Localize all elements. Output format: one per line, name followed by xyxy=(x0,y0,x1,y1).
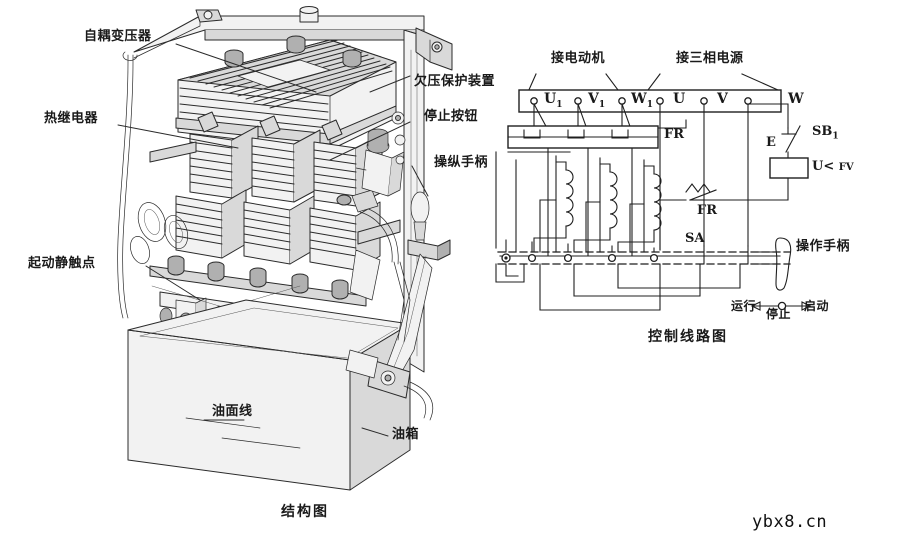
operating-handle-pictogram xyxy=(750,237,812,311)
label-position-stop: 停止 xyxy=(766,307,792,321)
designation-letters: SB xyxy=(812,124,833,139)
cam-switch-SA xyxy=(495,239,791,311)
label-oil-level-line: 油面线 xyxy=(212,404,253,419)
middle-coils xyxy=(130,189,401,271)
designation-SA: SA xyxy=(685,231,705,246)
structure-leader-lines xyxy=(117,43,429,437)
thermal-relay-heater-block xyxy=(507,125,659,149)
protection-branch xyxy=(659,103,809,251)
upper-coils xyxy=(149,111,383,207)
undervoltage-marking: U< xyxy=(812,159,835,174)
terminal-label-U: U xyxy=(673,92,685,106)
terminal-letter: U xyxy=(673,91,686,107)
terminal-label-V1: V1 xyxy=(588,92,605,110)
undervoltage-device xyxy=(355,111,406,197)
label-operating-lever: 操纵手柄 xyxy=(434,155,489,170)
designation-subscript: 1 xyxy=(832,131,839,142)
terminal-label-W1: W1 xyxy=(631,92,653,110)
terminal-letter: V xyxy=(588,91,599,107)
label-position-run: 运行 xyxy=(731,299,757,313)
label-thermal-relay: 热继电器 xyxy=(44,111,99,126)
label-to-three-phase-supply: 接三相电源 xyxy=(676,51,744,66)
designation-letters: FV xyxy=(838,162,854,173)
designation-FR-contact: FR xyxy=(697,203,718,218)
designation-E-marking: E xyxy=(766,135,776,150)
label-to-motor: 接电动机 xyxy=(551,51,606,66)
designation-FR-heaters: FR xyxy=(664,127,685,142)
label-stop-button: 停止按钮 xyxy=(424,109,479,124)
designation-FV: U< FV xyxy=(812,160,854,173)
terminal-subscript: 1 xyxy=(646,99,653,110)
label-starting-static-contact: 起动静触点 xyxy=(28,256,96,271)
designation-SB1: SB1 xyxy=(812,125,839,142)
left-return-bus xyxy=(495,151,571,253)
header-leader-lines xyxy=(527,73,779,93)
autotransformer-core xyxy=(175,35,397,151)
terminal-label-U1: U1 xyxy=(544,92,562,110)
terminal-subscript: 1 xyxy=(556,99,563,110)
label-position-start: 启动 xyxy=(804,299,830,313)
autotransformer-windings xyxy=(533,155,662,253)
label-operating-handle: 操作手柄 xyxy=(796,239,851,254)
terminal-letter: W xyxy=(631,91,647,107)
terminal-label-V: V xyxy=(717,92,728,106)
label-oil-tank: 油箱 xyxy=(392,427,420,442)
label-autotransformer: 自耦变压器 xyxy=(84,29,152,44)
terminal-letter: U xyxy=(544,91,557,107)
terminal-subscript: 1 xyxy=(598,99,606,110)
terminal-strip-box xyxy=(518,89,782,113)
watermark: ybx8.cn xyxy=(752,512,828,532)
terminal-letter: V xyxy=(717,91,728,107)
structure-diagram-caption: 结构图 xyxy=(281,504,329,520)
terminal-label-W: W xyxy=(788,92,804,106)
label-undervoltage-protection: 欠压保护装置 xyxy=(414,74,496,89)
terminal-letter: W xyxy=(788,91,804,107)
operating-lever-mechanism xyxy=(336,189,451,421)
circuit-diagram-caption: 控制线路图 xyxy=(648,329,728,345)
